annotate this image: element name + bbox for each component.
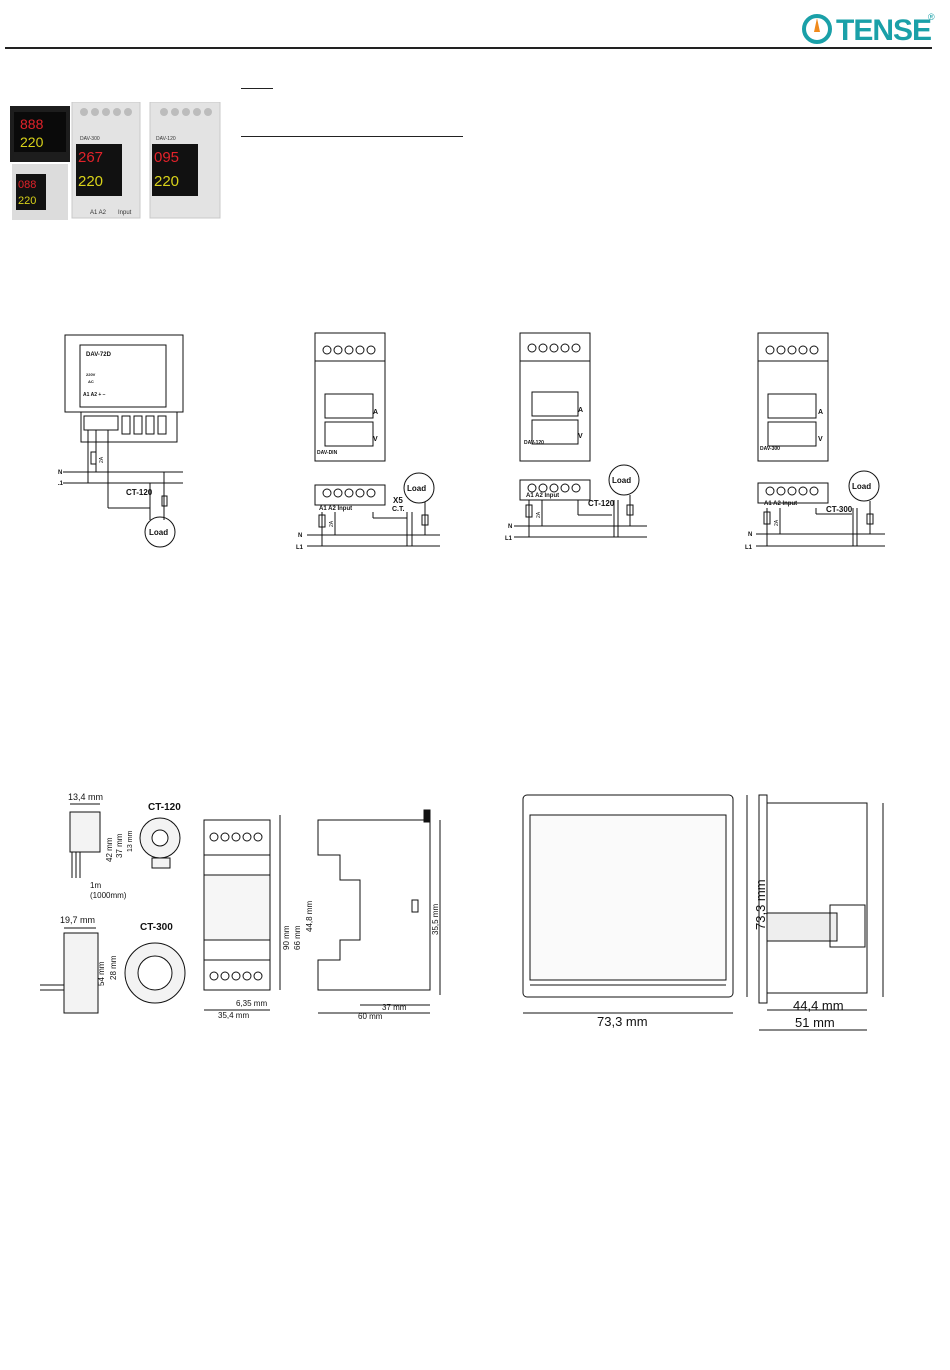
svg-text:28 mm: 28 mm: [109, 955, 118, 980]
svg-text:CT-120: CT-120: [588, 499, 615, 508]
svg-text:X5: X5: [393, 496, 403, 505]
svg-text:N: N: [58, 470, 62, 476]
svg-text:44,4 mm: 44,4 mm: [793, 998, 844, 1013]
svg-text:51 mm: 51 mm: [795, 1015, 835, 1030]
logo-wordmark: TENSE: [836, 14, 931, 47]
svg-text:A1 A2 Input: A1 A2 Input: [319, 506, 352, 512]
svg-text:13,4 mm: 13,4 mm: [68, 792, 103, 802]
svg-text:095: 095: [154, 149, 179, 166]
svg-text:6,35 mm: 6,35 mm: [236, 999, 267, 1008]
svg-text:Load: Load: [612, 476, 631, 485]
panel-dimension-drawing: 73,3 mm 73,3 mm 44,4 mm 51 mm: [515, 785, 900, 1035]
svg-text:1m: 1m: [90, 881, 101, 890]
wiring-diagram-dav72d: DAV-72D 220V AC A1 A2 + − N L1 2A CT-120…: [56, 330, 198, 550]
svg-text:37 mm: 37 mm: [382, 1003, 407, 1012]
svg-text:DAV-120: DAV-120: [156, 136, 176, 142]
svg-text:A1 A2 Input: A1 A2 Input: [764, 501, 797, 507]
svg-text:C.T.: C.T.: [392, 506, 405, 513]
svg-text:54 mm: 54 mm: [97, 961, 106, 986]
svg-text:Load: Load: [852, 482, 871, 491]
registered-mark: ®: [928, 12, 935, 22]
svg-text:13 mm: 13 mm: [127, 830, 134, 852]
svg-text:DAV-72D: DAV-72D: [86, 352, 112, 358]
svg-text:73,3 mm: 73,3 mm: [597, 1014, 648, 1029]
svg-text:220: 220: [78, 173, 103, 190]
svg-text:L1: L1: [296, 545, 304, 551]
svg-text:A: A: [818, 409, 823, 416]
wiring-diagram-dav300: A V DAV-300 A1 A2 Input N L1 2A CT-300 L…: [740, 330, 890, 555]
svg-text:N: N: [748, 532, 752, 538]
heading-underline-long: [241, 136, 463, 137]
svg-text:V: V: [818, 436, 823, 443]
svg-text:CT-120: CT-120: [126, 488, 153, 497]
svg-text:66 mm: 66 mm: [293, 925, 302, 950]
svg-text:220: 220: [18, 195, 36, 207]
svg-text:44,8 mm: 44,8 mm: [305, 901, 314, 932]
svg-text:CT-300: CT-300: [826, 505, 853, 514]
svg-text:(1000mm): (1000mm): [90, 891, 127, 900]
svg-text:AC: AC: [88, 379, 94, 384]
svg-text:37 mm: 37 mm: [115, 833, 124, 858]
svg-text:L1: L1: [745, 545, 753, 551]
svg-text:V: V: [578, 433, 583, 440]
logo-ring-icon: [802, 14, 832, 44]
svg-text:088: 088: [18, 179, 36, 191]
svg-text:L1: L1: [58, 481, 64, 487]
svg-text:N: N: [508, 524, 512, 530]
svg-text:CT-300: CT-300: [140, 922, 173, 933]
din-dimension-drawing: 35,5 mm 6,35 mm 35,4 mm 90 mm 66 mm 44,8…: [200, 800, 470, 1025]
svg-text:A: A: [373, 409, 378, 416]
svg-text:220: 220: [154, 173, 179, 190]
svg-text:267: 267: [78, 149, 103, 166]
svg-text:Input: Input: [118, 210, 132, 216]
svg-text:CT-120: CT-120: [148, 802, 181, 813]
svg-text:42 mm: 42 mm: [105, 837, 114, 862]
svg-text:DAV-DIN: DAV-DIN: [317, 450, 338, 456]
svg-text:DAV-300: DAV-300: [80, 136, 100, 142]
svg-text:A1 A2 Input: A1 A2 Input: [526, 493, 559, 499]
svg-text:2A: 2A: [536, 511, 542, 518]
svg-text:73,3 mm: 73,3 mm: [753, 879, 768, 930]
svg-text:19,7 mm: 19,7 mm: [60, 915, 95, 925]
svg-text:DAV-120: DAV-120: [524, 440, 544, 446]
svg-text:2A: 2A: [774, 519, 780, 526]
svg-text:A1 A2 + −: A1 A2 + −: [83, 392, 106, 398]
svg-text:2A: 2A: [99, 456, 105, 463]
svg-text:Load: Load: [149, 528, 168, 537]
svg-text:N: N: [298, 533, 302, 539]
logo-flame-icon: [814, 18, 820, 32]
brand-logo: TENSE ®: [800, 10, 940, 48]
header-rule: [5, 47, 932, 49]
svg-text:35,4 mm: 35,4 mm: [218, 1011, 249, 1020]
ct-dimension-drawings: 13,4 mm 1m (1000mm) CT-120 42 mm 37 mm 1…: [30, 790, 200, 1020]
svg-text:90 mm: 90 mm: [282, 925, 291, 950]
svg-text:Load: Load: [407, 484, 426, 493]
svg-text:L1: L1: [505, 536, 513, 542]
svg-text:220: 220: [20, 134, 44, 150]
svg-text:DAV-300: DAV-300: [760, 446, 780, 452]
svg-text:60 mm: 60 mm: [358, 1012, 383, 1021]
svg-text:888: 888: [20, 116, 44, 132]
svg-text:35,5 mm: 35,5 mm: [431, 904, 440, 935]
svg-text:220V: 220V: [86, 372, 96, 377]
svg-text:A1 A2: A1 A2: [90, 210, 107, 216]
wiring-diagram-dav120: A V DAV-120 A1 A2 Input N L1 2A CT-120 L…: [502, 330, 652, 545]
svg-text:V: V: [373, 436, 378, 443]
product-photo: 888 220 088 220 267 220 DAV-300 A1 A2 In…: [10, 101, 222, 220]
heading-underline-short: [241, 88, 273, 89]
svg-text:A: A: [578, 407, 583, 414]
svg-text:2A: 2A: [329, 520, 335, 527]
wiring-diagram-davdin: A V DAV-DIN A1 A2 Input N L1 2A X5 C.T. …: [295, 330, 445, 555]
